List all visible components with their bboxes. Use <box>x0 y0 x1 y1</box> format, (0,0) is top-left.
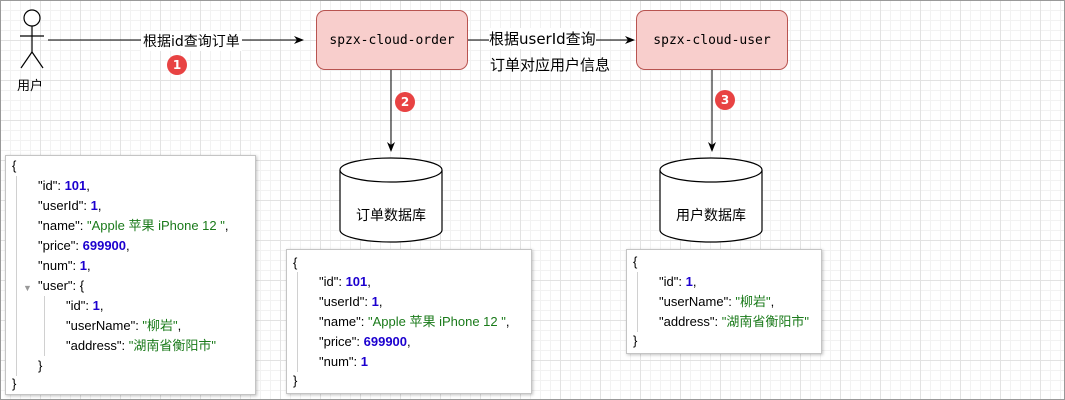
json-panel-order-with-user: { "id": 101, "userId": 1, "name": "Apple… <box>5 155 256 395</box>
collapse-triangle-icon[interactable]: ▼ <box>23 283 32 293</box>
json-panel-order: { "id": 101, "userId": 1, "name": "Apple… <box>286 249 532 394</box>
json-line: } <box>633 333 638 348</box>
json-line: "id": 101, <box>319 274 371 289</box>
json-line: "name": "Apple 苹果 iPhone 12 ", <box>38 218 229 233</box>
json-line: { <box>293 255 298 270</box>
json-line: "id": 1, <box>659 274 697 289</box>
user-service-node[interactable]: spzx-cloud-user <box>636 10 788 70</box>
actor-label: 用户 <box>17 79 44 94</box>
indent-guide <box>297 272 298 372</box>
json-line: "price": 699900, <box>38 238 130 253</box>
json-panel-user: { "id": 1, "userName": "柳岩", "address": … <box>626 249 822 354</box>
json-line: "userName": "柳岩", <box>659 294 775 309</box>
json-line: "userName": "柳岩", <box>66 318 182 333</box>
step-badge-2: 2 <box>395 92 415 112</box>
indent-guide <box>44 296 45 356</box>
json-line: "name": "Apple 苹果 iPhone 12 ", <box>319 314 510 329</box>
user-db-label: 用户数据库 <box>676 208 746 224</box>
indent-guide <box>16 176 17 376</box>
json-line: "num": 1 <box>319 354 368 369</box>
json-line: "id": 101, <box>38 178 90 193</box>
json-line: } <box>12 376 17 391</box>
query-user-label-line2: 订单对应用户信息 <box>490 56 611 74</box>
json-line: "userId": 1, <box>38 198 102 213</box>
json-line: "price": 699900, <box>319 334 411 349</box>
json-line: { <box>633 254 638 269</box>
json-line: "address": "湖南省衡阳市" <box>66 338 216 353</box>
json-line: "user": { <box>38 278 85 293</box>
json-line: { <box>12 158 17 173</box>
query-order-label: 根据id查询订单 <box>141 31 242 51</box>
order-db-label: 订单数据库 <box>356 208 426 224</box>
user-database-icon <box>659 157 763 243</box>
json-line: "userId": 1, <box>319 294 383 309</box>
json-line: "num": 1, <box>38 258 91 273</box>
json-line: } <box>293 373 298 388</box>
query-user-label-line1: 根据userId查询 <box>489 28 596 49</box>
indent-guide <box>637 272 638 332</box>
json-line: } <box>38 358 43 373</box>
json-line: "id": 1, <box>66 298 104 313</box>
step-badge-3: 3 <box>715 90 735 110</box>
user-actor-icon <box>20 9 44 69</box>
order-service-node[interactable]: spzx-cloud-order <box>316 10 468 70</box>
step-badge-1: 1 <box>167 55 187 75</box>
json-line: "address": "湖南省衡阳市" <box>659 314 809 329</box>
order-database-icon <box>339 157 443 243</box>
